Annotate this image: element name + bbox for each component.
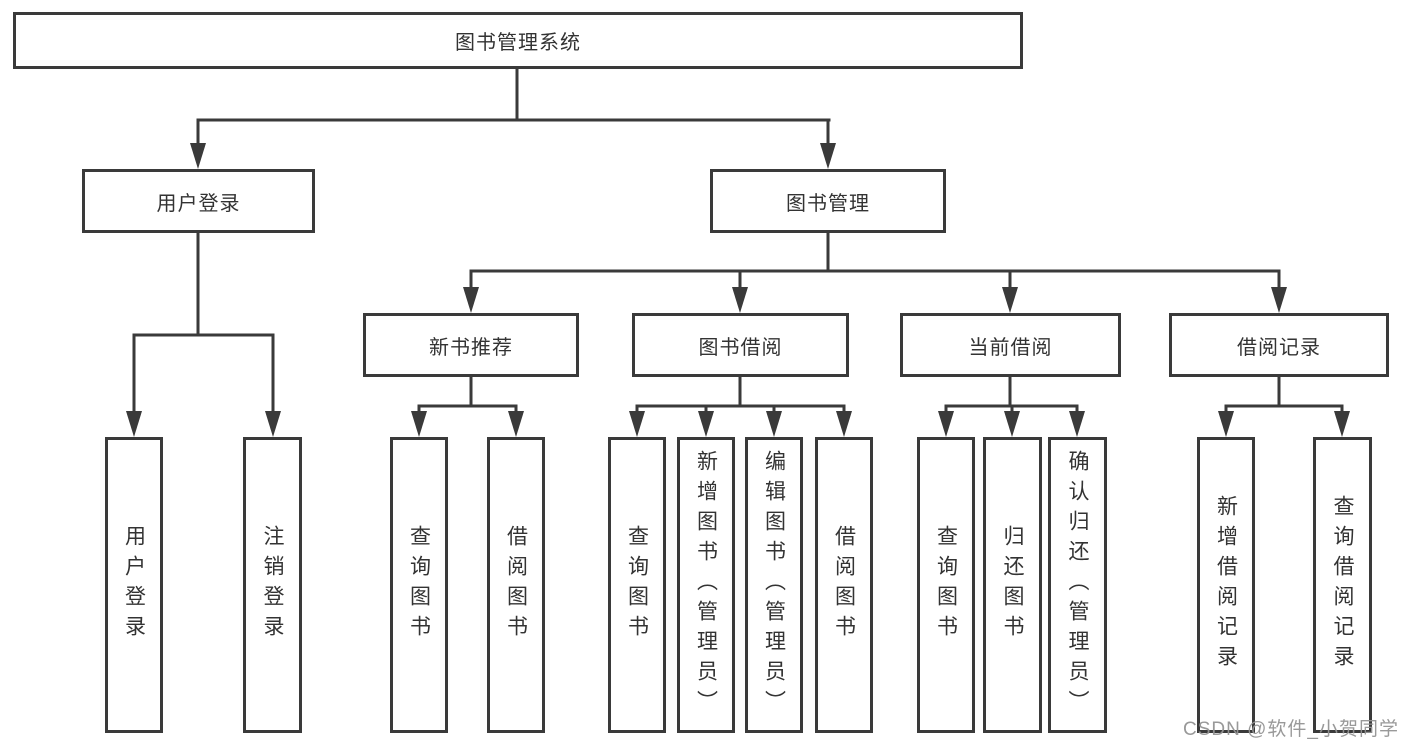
- node-new-book-recommend: 新书推荐: [363, 313, 579, 377]
- node-label: 借阅记录: [1237, 336, 1321, 359]
- node-book-borrow: 图书借阅: [632, 313, 849, 377]
- node-label: 归还图书: [1001, 525, 1024, 645]
- node-label: 新增图书（管理员）: [694, 450, 718, 720]
- node-query-books-current: 查询图书: [917, 437, 975, 733]
- node-query-books-borrow: 查询图书: [608, 437, 666, 733]
- node-borrow-books-leaf: 借阅图书: [815, 437, 873, 733]
- node-library-management-system: 图书管理系统: [13, 12, 1023, 69]
- connector-borrow-records-children: [1218, 376, 1350, 437]
- node-book-management: 图书管理: [710, 169, 946, 233]
- watermark: CSDN @软件_小贺同学: [1183, 719, 1399, 740]
- connector-current-borrow-children: [938, 376, 1085, 437]
- connector-root-to-level2: [190, 69, 836, 169]
- node-query-books-recommend: 查询图书: [390, 437, 448, 733]
- node-label: 新书推荐: [429, 336, 513, 359]
- node-label: 查询图书: [934, 525, 958, 645]
- node-label: 用户登录: [156, 192, 241, 215]
- node-label: 借阅图书: [832, 525, 856, 645]
- node-current-borrow: 当前借阅: [900, 313, 1121, 377]
- node-query-borrow-record: 查询借阅记录: [1313, 437, 1372, 733]
- node-label: 注销登录: [261, 525, 284, 645]
- connector-user-login-children: [126, 232, 281, 437]
- node-label: 用户登录: [122, 525, 146, 645]
- node-edit-book-admin: 编辑图书（管理员）: [745, 437, 803, 733]
- node-label: 图书借阅: [698, 336, 783, 359]
- connector-new-book-recommend-children: [411, 376, 524, 437]
- node-label: 确认归还（管理员）: [1066, 450, 1089, 720]
- node-label: 编辑图书（管理员）: [762, 450, 786, 720]
- node-label: 新增借阅记录: [1214, 495, 1238, 675]
- node-user-login: 用户登录: [82, 169, 315, 233]
- node-label: 当前借阅: [968, 336, 1053, 359]
- node-label: 查询图书: [407, 525, 431, 645]
- node-label: 查询图书: [625, 525, 649, 645]
- node-add-borrow-record: 新增借阅记录: [1197, 437, 1255, 733]
- node-user-login-leaf: 用户登录: [105, 437, 163, 733]
- node-label: 图书管理: [786, 192, 870, 215]
- node-label: 借阅图书: [504, 525, 528, 645]
- node-return-books: 归还图书: [983, 437, 1042, 733]
- node-borrow-records: 借阅记录: [1169, 313, 1389, 377]
- node-confirm-return-admin: 确认归还（管理员）: [1048, 437, 1107, 733]
- node-logout-leaf: 注销登录: [243, 437, 302, 733]
- node-label: 查询借阅记录: [1331, 495, 1354, 675]
- node-label: 图书管理系统: [455, 32, 581, 54]
- connector-book-borrow-children: [629, 376, 852, 437]
- connector-book-management-children: [463, 232, 1287, 313]
- node-borrow-books-recommend: 借阅图书: [487, 437, 545, 733]
- node-add-book-admin: 新增图书（管理员）: [677, 437, 735, 733]
